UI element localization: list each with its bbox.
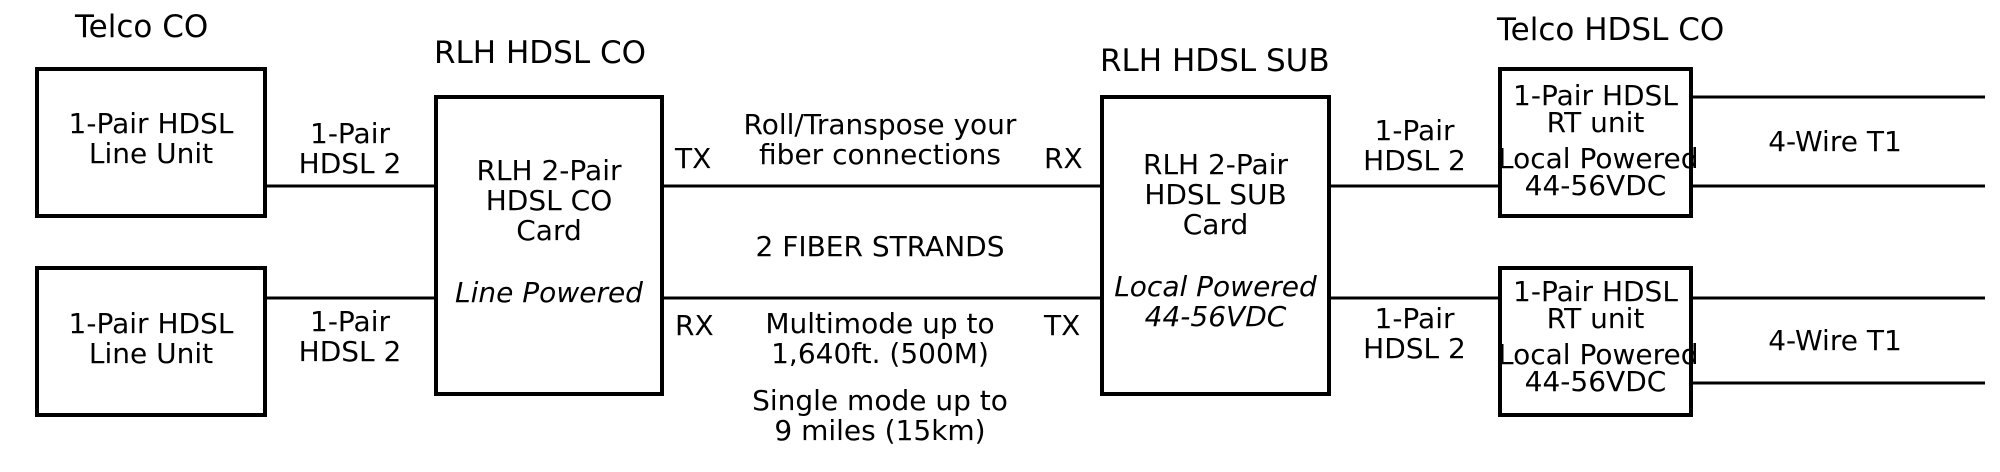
heading-rlh-hdsl-co: RLH HDSL CO <box>434 35 647 71</box>
co-card-label-3: Card <box>516 214 582 247</box>
port-sub-rx: RX <box>1044 142 1083 175</box>
line-unit-bottom <box>35 266 267 417</box>
link-right-top-label-2: HDSL 2 <box>1363 144 1466 177</box>
rt-unit-top-label-2: RT unit <box>1546 106 1645 139</box>
line-unit-top <box>35 67 267 218</box>
co-card-power: Line Powered <box>455 276 643 309</box>
co-card <box>434 95 664 396</box>
sub-card-power-2: 44-56VDC <box>1144 300 1287 333</box>
multimode-label-1: Multimode up to <box>765 307 995 340</box>
sub-card-power-1: Local Powered <box>1114 270 1317 303</box>
link-left-bottom-label-2: HDSL 2 <box>298 335 402 368</box>
line-unit-top-label-1: 1-Pair HDSL <box>68 107 234 140</box>
fiber-strands-label: 2 FIBER STRANDS <box>755 230 1005 263</box>
rt-unit-bottom-label-2: RT unit <box>1546 302 1645 335</box>
heading-telco-hdsl-co: Telco HDSL CO <box>1497 12 1725 48</box>
rt-unit-top-label-1: 1-Pair HDSL <box>1513 79 1678 112</box>
link-right-bottom-label-2: HDSL 2 <box>1363 332 1466 365</box>
sub-card-label-2: HDSL SUB <box>1144 178 1287 211</box>
sub-card-label-1: RLH 2-Pair <box>1142 148 1288 181</box>
heading-telco-co: Telco CO <box>75 9 209 45</box>
sub-card-label-3: Card <box>1182 208 1249 241</box>
link-left-top-label-1: 1-Pair <box>310 117 390 150</box>
port-sub-tx: TX <box>1044 309 1081 342</box>
rt-unit-bottom-label-4: 44-56VDC <box>1524 365 1667 398</box>
co-card-label-1: RLH 2-Pair <box>476 154 622 187</box>
link-left-bottom-label-1: 1-Pair <box>310 305 390 338</box>
output-bottom-label: 4-Wire T1 <box>1768 324 1902 357</box>
singlemode-label-1: Single mode up to <box>752 384 1008 417</box>
link-left-top-label-2: HDSL 2 <box>298 147 402 180</box>
fiber-note-1: Roll/Transpose your <box>743 108 1017 141</box>
link-right-bottom-label-1: 1-Pair <box>1374 302 1455 335</box>
rt-unit-top <box>1498 67 1693 218</box>
singlemode-label-2: 9 miles (15km) <box>774 414 986 447</box>
port-co-tx: TX <box>675 142 712 175</box>
sub-card <box>1100 95 1331 396</box>
heading-rlh-hdsl-sub: RLH HDSL SUB <box>1100 43 1330 79</box>
rt-unit-bottom-label-1: 1-Pair HDSL <box>1513 275 1678 308</box>
co-card-label-2: HDSL CO <box>485 184 613 217</box>
rt-unit-top-label-3: Local Powered <box>1498 142 1699 175</box>
line-unit-top-label-2: Line Unit <box>88 137 214 170</box>
port-co-rx: RX <box>675 309 714 342</box>
line-unit-bottom-label-1: 1-Pair HDSL <box>68 307 234 340</box>
output-top-label: 4-Wire T1 <box>1768 125 1902 158</box>
multimode-label-2: 1,640ft. (500M) <box>771 337 989 370</box>
rt-unit-bottom <box>1498 266 1693 417</box>
fiber-note-2: fiber connections <box>759 138 1001 171</box>
line-unit-bottom-label-2: Line Unit <box>88 337 214 370</box>
rt-unit-bottom-label-3: Local Powered <box>1498 338 1699 371</box>
link-right-top-label-1: 1-Pair <box>1374 114 1455 147</box>
rt-unit-top-label-4: 44-56VDC <box>1524 169 1667 202</box>
